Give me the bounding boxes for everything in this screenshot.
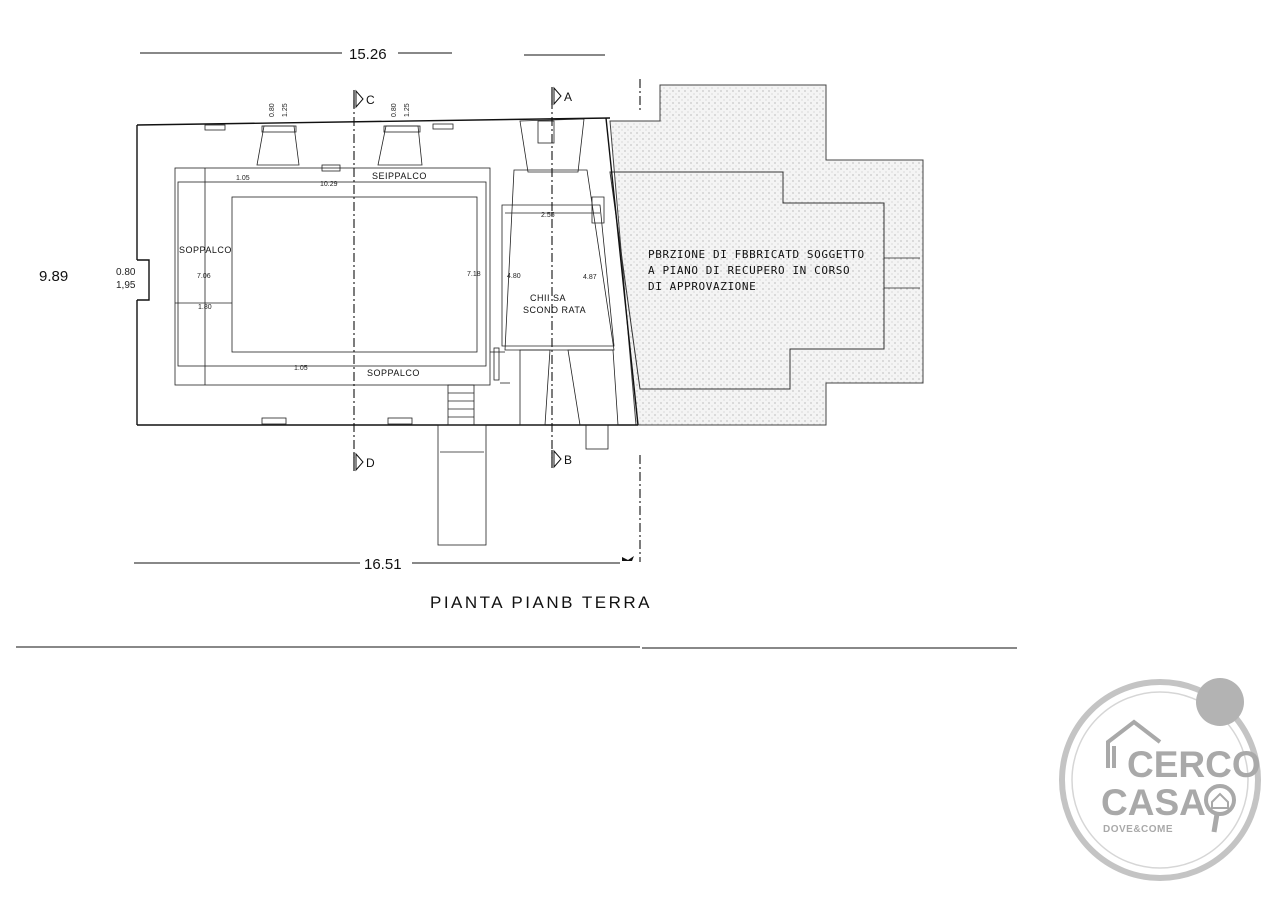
window-dim-left-top: 0.80	[269, 103, 276, 117]
window-dim-mid-top: 0.80	[391, 103, 398, 117]
adjacent-building-hatch	[609, 84, 924, 426]
note-line3: DI APPROVAZIONE	[648, 280, 756, 293]
inner-dim-top-left: 1.05	[236, 175, 250, 182]
svg-text:C: C	[366, 93, 375, 107]
church-dim-left-depth: 4.80	[507, 273, 521, 280]
label-soppalco-top: SEIPPALCO	[372, 171, 427, 181]
bottom-dimension: 16.51	[134, 556, 634, 573]
church-dim-width: 2.55	[541, 212, 555, 219]
inner-dim-left-depth: 7.06	[197, 273, 211, 280]
svg-text:D: D	[366, 456, 375, 470]
plan-title: PIANTA PIANB TERRA	[430, 593, 652, 612]
inner-dim-right-depth: 7.18	[467, 271, 481, 278]
note-line2: A PIANO DI RECUPERO IN CORSO	[648, 264, 850, 277]
logo-line3: DOVE&COME	[1103, 824, 1173, 835]
section-marker-a: A	[551, 86, 572, 106]
inner-dim-top-span: 10.29	[320, 181, 338, 188]
svg-text:A: A	[564, 90, 572, 104]
door-dim-bottom: 1,95	[116, 280, 136, 291]
section-marker-b: B	[551, 449, 572, 469]
door-dim-top: 0.80	[116, 267, 136, 278]
label-soppalco-bottom: SOPPALCO	[367, 368, 420, 378]
adjacent-building-inner	[609, 171, 885, 390]
logo-line2: CASA	[1101, 782, 1206, 823]
height-label: 9.89	[39, 268, 68, 285]
inner-dim-bottom-left: 1.05	[294, 365, 308, 372]
section-marker-d: D	[353, 452, 375, 472]
section-marker-c: C	[353, 89, 375, 109]
inner-dim-left-offset: 1.80	[198, 304, 212, 311]
top-width-label: 15.26	[349, 46, 387, 63]
logo-line1: CERCO	[1127, 744, 1261, 785]
main-building	[136, 117, 639, 546]
top-dimension: 15.26	[140, 46, 605, 63]
cercocasa-logo: CERCO CASA DOVE&COME	[1059, 678, 1261, 881]
logo-house-icon	[1106, 719, 1162, 768]
logo-dot-icon	[1196, 678, 1244, 726]
label-soppalco-left: SOPPALCO	[179, 245, 232, 255]
note-line1: PBRZIONE DI FBBRICATD SOGGETTO	[648, 248, 865, 261]
logo-magnifier-icon	[1204, 784, 1236, 833]
church-dim-right-depth: 4.87	[583, 274, 597, 281]
window-dim-mid-bottom: 1.25	[404, 103, 411, 117]
bottom-width-label: 16.51	[364, 556, 402, 573]
label-church-line1: CHII SA	[530, 293, 566, 303]
svg-text:B: B	[564, 453, 572, 467]
window-dim-left-bottom: 1.25	[282, 103, 289, 117]
label-church-line2: SCONO RATA	[523, 305, 586, 315]
